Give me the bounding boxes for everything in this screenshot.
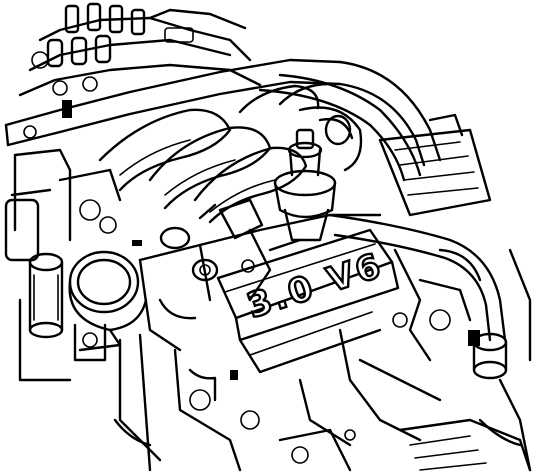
right-lower-components [298,248,532,472]
engine-block [138,213,382,472]
vacuum-hoses [258,73,422,182]
lower-left-bracket [18,298,162,472]
intake-runners [98,82,332,224]
throttle-body [68,250,148,352]
filter-canister [28,252,64,339]
fuel-rail [4,58,342,147]
egr-valve [273,128,337,242]
heater-hose [328,213,508,380]
intake-tube [338,60,492,217]
left-brackets [4,148,122,262]
shadow-accents [62,100,480,380]
lower-casting [278,418,532,472]
valve-cover: 3.0 V6 [216,228,400,374]
throttle-linkage [198,198,302,302]
injector-row [18,2,262,97]
